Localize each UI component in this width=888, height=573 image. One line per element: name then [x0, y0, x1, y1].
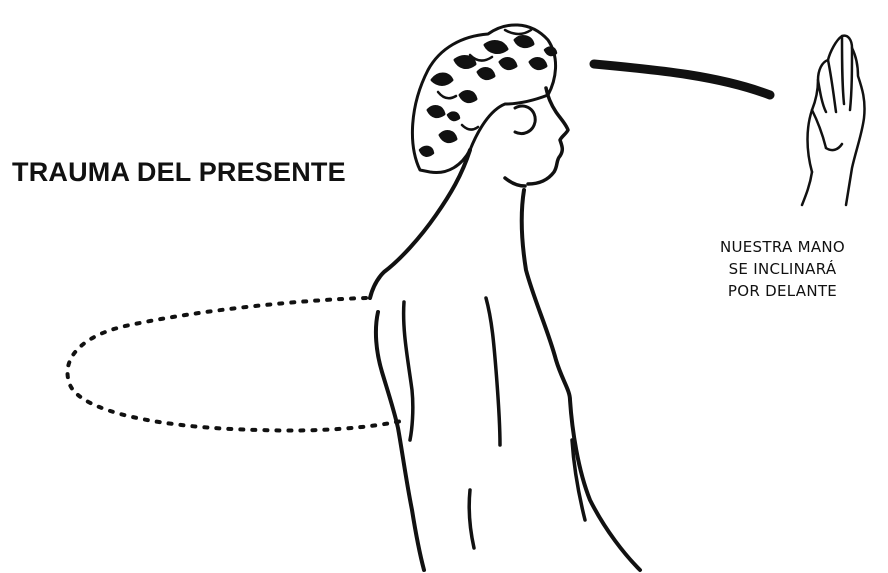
direction-line	[594, 64, 770, 95]
inner-arm-line	[404, 302, 413, 440]
caption-line-2: SE INCLINARÁ	[690, 258, 875, 280]
back-outline	[370, 150, 470, 298]
caption-line-3: POR DELANTE	[690, 280, 875, 302]
back-arm-outline	[376, 312, 424, 570]
jaw-line	[505, 178, 525, 186]
caption-block: NUESTRA MANO SE INCLINARÁ POR DELANTE	[690, 236, 875, 302]
ear-drawing	[515, 106, 535, 134]
waist-line	[469, 490, 474, 548]
hand-drawing	[802, 36, 865, 205]
dotted-arm-path	[68, 298, 407, 431]
caption-line-1: NUESTRA MANO	[690, 236, 875, 258]
front-outline	[522, 190, 640, 570]
face-profile	[528, 88, 568, 184]
hair-drawing	[412, 25, 556, 173]
chest-line	[486, 298, 500, 445]
